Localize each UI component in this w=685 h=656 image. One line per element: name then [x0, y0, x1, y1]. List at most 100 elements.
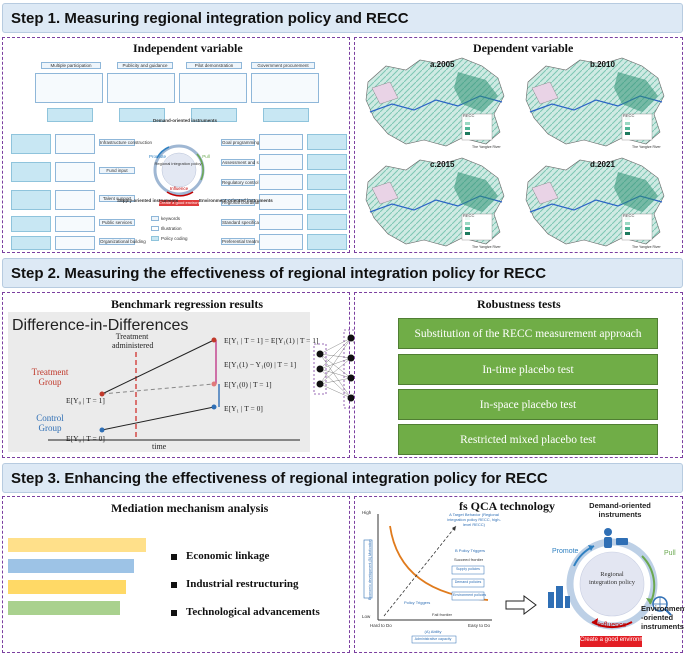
desc-box — [55, 216, 95, 232]
tag-procurement: Government procurement — [251, 62, 315, 69]
tag-multiple-participation: Multiple participation — [41, 62, 101, 69]
mediation-bar — [8, 580, 126, 594]
robustness-title: Robustness tests — [477, 297, 561, 311]
code-box — [47, 108, 93, 122]
tag-preferential: Preferential treatment — [221, 238, 266, 245]
center-policy-label: Regional integration policy — [588, 571, 636, 586]
code-box — [11, 162, 51, 182]
desc-box — [259, 154, 303, 170]
legend-illustration: Illustration — [161, 226, 182, 231]
mini-env-label: Environment-oriented instruments — [199, 198, 273, 203]
code-box — [307, 134, 347, 150]
mini-create-env: Create a good environment — [159, 200, 208, 205]
map-label-2021: d.2021 — [590, 160, 615, 169]
mediation-bar — [8, 601, 120, 615]
map-label-2010: b.2010 — [590, 60, 615, 69]
bullet — [171, 582, 177, 588]
desc-box — [55, 162, 95, 182]
map-label-2005: a.2005 — [430, 60, 455, 69]
eq-counterfactual: E[Y₁(0) | T = 1] — [224, 380, 272, 389]
map-legend-title: RECC — [463, 213, 475, 218]
promote-label: Promote — [552, 548, 579, 555]
qca-ability: (A) Ability — [424, 629, 442, 634]
qca-hard: Hard to Do — [370, 623, 392, 628]
treatment-administered-label: Treatment administered — [112, 332, 154, 350]
independent-variable-panel: Independent variable Multiple participat… — [2, 37, 350, 253]
qca-supply-policies: Supply policies — [456, 567, 480, 571]
qca-high: High — [362, 510, 372, 515]
qca-fail-frontier: Fail frontier — [432, 612, 453, 617]
qca-admin-capacity: Administrative capacity — [414, 637, 452, 641]
mini-influence: Influence — [169, 186, 189, 191]
legend-swatch-illustration — [151, 226, 159, 231]
dependent-variable-title: Dependent variable — [473, 41, 574, 55]
did-figure — [8, 312, 310, 452]
map-legend-title: RECC — [623, 213, 635, 218]
map-river-note: The Yangtze River — [472, 245, 501, 249]
tag-fund: Fund input — [99, 167, 135, 174]
recc-maps — [365, 57, 665, 247]
robust-test-in-time: In-time placebo test — [398, 354, 658, 385]
map-river-note: The Yangtze River — [632, 145, 661, 149]
independent-variable-title: Independent variable — [133, 41, 243, 55]
bullet — [171, 554, 177, 560]
robust-test-in-space: In-space placebo test — [398, 389, 658, 420]
code-box — [307, 194, 347, 210]
legend-swatch-coding — [151, 236, 159, 241]
environment-oriented-label: Environment -oriented instruments — [641, 604, 685, 631]
qca-behavior-chart — [363, 514, 492, 644]
create-env-label: Create a good environment — [580, 637, 653, 643]
legend-keywords: keywords — [161, 216, 181, 221]
step3-banner: Step 3. Enhancing the effectiveness of r… — [2, 463, 683, 493]
code-box — [11, 216, 51, 232]
step1-banner: Step 1. Measuring regional integration p… — [2, 3, 683, 33]
mini-center-label: Regional integration policy — [154, 161, 202, 166]
mini-pull: Pull — [202, 154, 210, 159]
qca-policy-triggers: Policy Triggers — [404, 600, 431, 605]
desc-box — [259, 174, 303, 190]
influence-label: Influence — [598, 622, 627, 629]
tag-organizational: Organizational building — [99, 238, 146, 245]
code-box — [119, 108, 165, 122]
arrow-right-icon — [505, 595, 537, 615]
tag-regional: Regional coordination — [221, 199, 266, 206]
code-box — [11, 134, 51, 154]
robust-test-substitution: Substitution of the RECC measurement app… — [398, 318, 658, 349]
mechanism-economic-linkage: Economic linkage — [186, 550, 270, 562]
desc-box — [259, 134, 303, 150]
eq-control: E[Y₁ | T = 0] — [224, 404, 263, 413]
code-box — [307, 234, 347, 250]
benchmark-title: Benchmark regression results — [111, 297, 263, 311]
qca-policy-triggers-b: B Policy Triggers — [455, 548, 486, 553]
mini-supply-label: Supply-oriented instruments — [117, 198, 179, 203]
mini-promote: Promote — [149, 154, 167, 159]
tag-talent: Talent support — [99, 195, 135, 202]
desc-box — [259, 194, 303, 210]
fsqca-title: fs QCA technology — [459, 499, 555, 513]
desc-box — [259, 234, 303, 250]
policy-instrument-cycle — [153, 144, 205, 206]
pull-label: Pull — [664, 550, 676, 557]
code-box — [191, 108, 237, 122]
code-box — [307, 174, 347, 190]
desc-box — [35, 73, 103, 103]
treatment-group-label: Treatment Group — [31, 367, 69, 387]
code-box — [11, 236, 51, 250]
map-label-2015: c.2015 — [430, 160, 455, 169]
mediation-bar — [8, 538, 146, 552]
mechanism-industrial-restructuring: Industrial restructuring — [186, 578, 299, 590]
did-title: Difference-in-Differences — [12, 317, 189, 334]
map-legend-title: RECC — [463, 113, 475, 118]
map-river-note: The Yangtze River — [632, 245, 661, 249]
mediation-panel: Mediation mechanism analysis — [2, 496, 350, 653]
desc-box — [259, 214, 303, 230]
bullet — [171, 610, 177, 616]
map-legend-title: RECC — [623, 113, 635, 118]
desc-box — [55, 190, 95, 210]
tag-standard: Standard specification — [221, 219, 267, 226]
mediation-bar — [8, 559, 134, 573]
mini-demand-label: Demand-oriented instruments — [153, 118, 218, 123]
qca-easy: Easy to Do — [468, 623, 491, 628]
legend-swatch-keywords — [151, 216, 159, 221]
code-box — [307, 214, 347, 230]
